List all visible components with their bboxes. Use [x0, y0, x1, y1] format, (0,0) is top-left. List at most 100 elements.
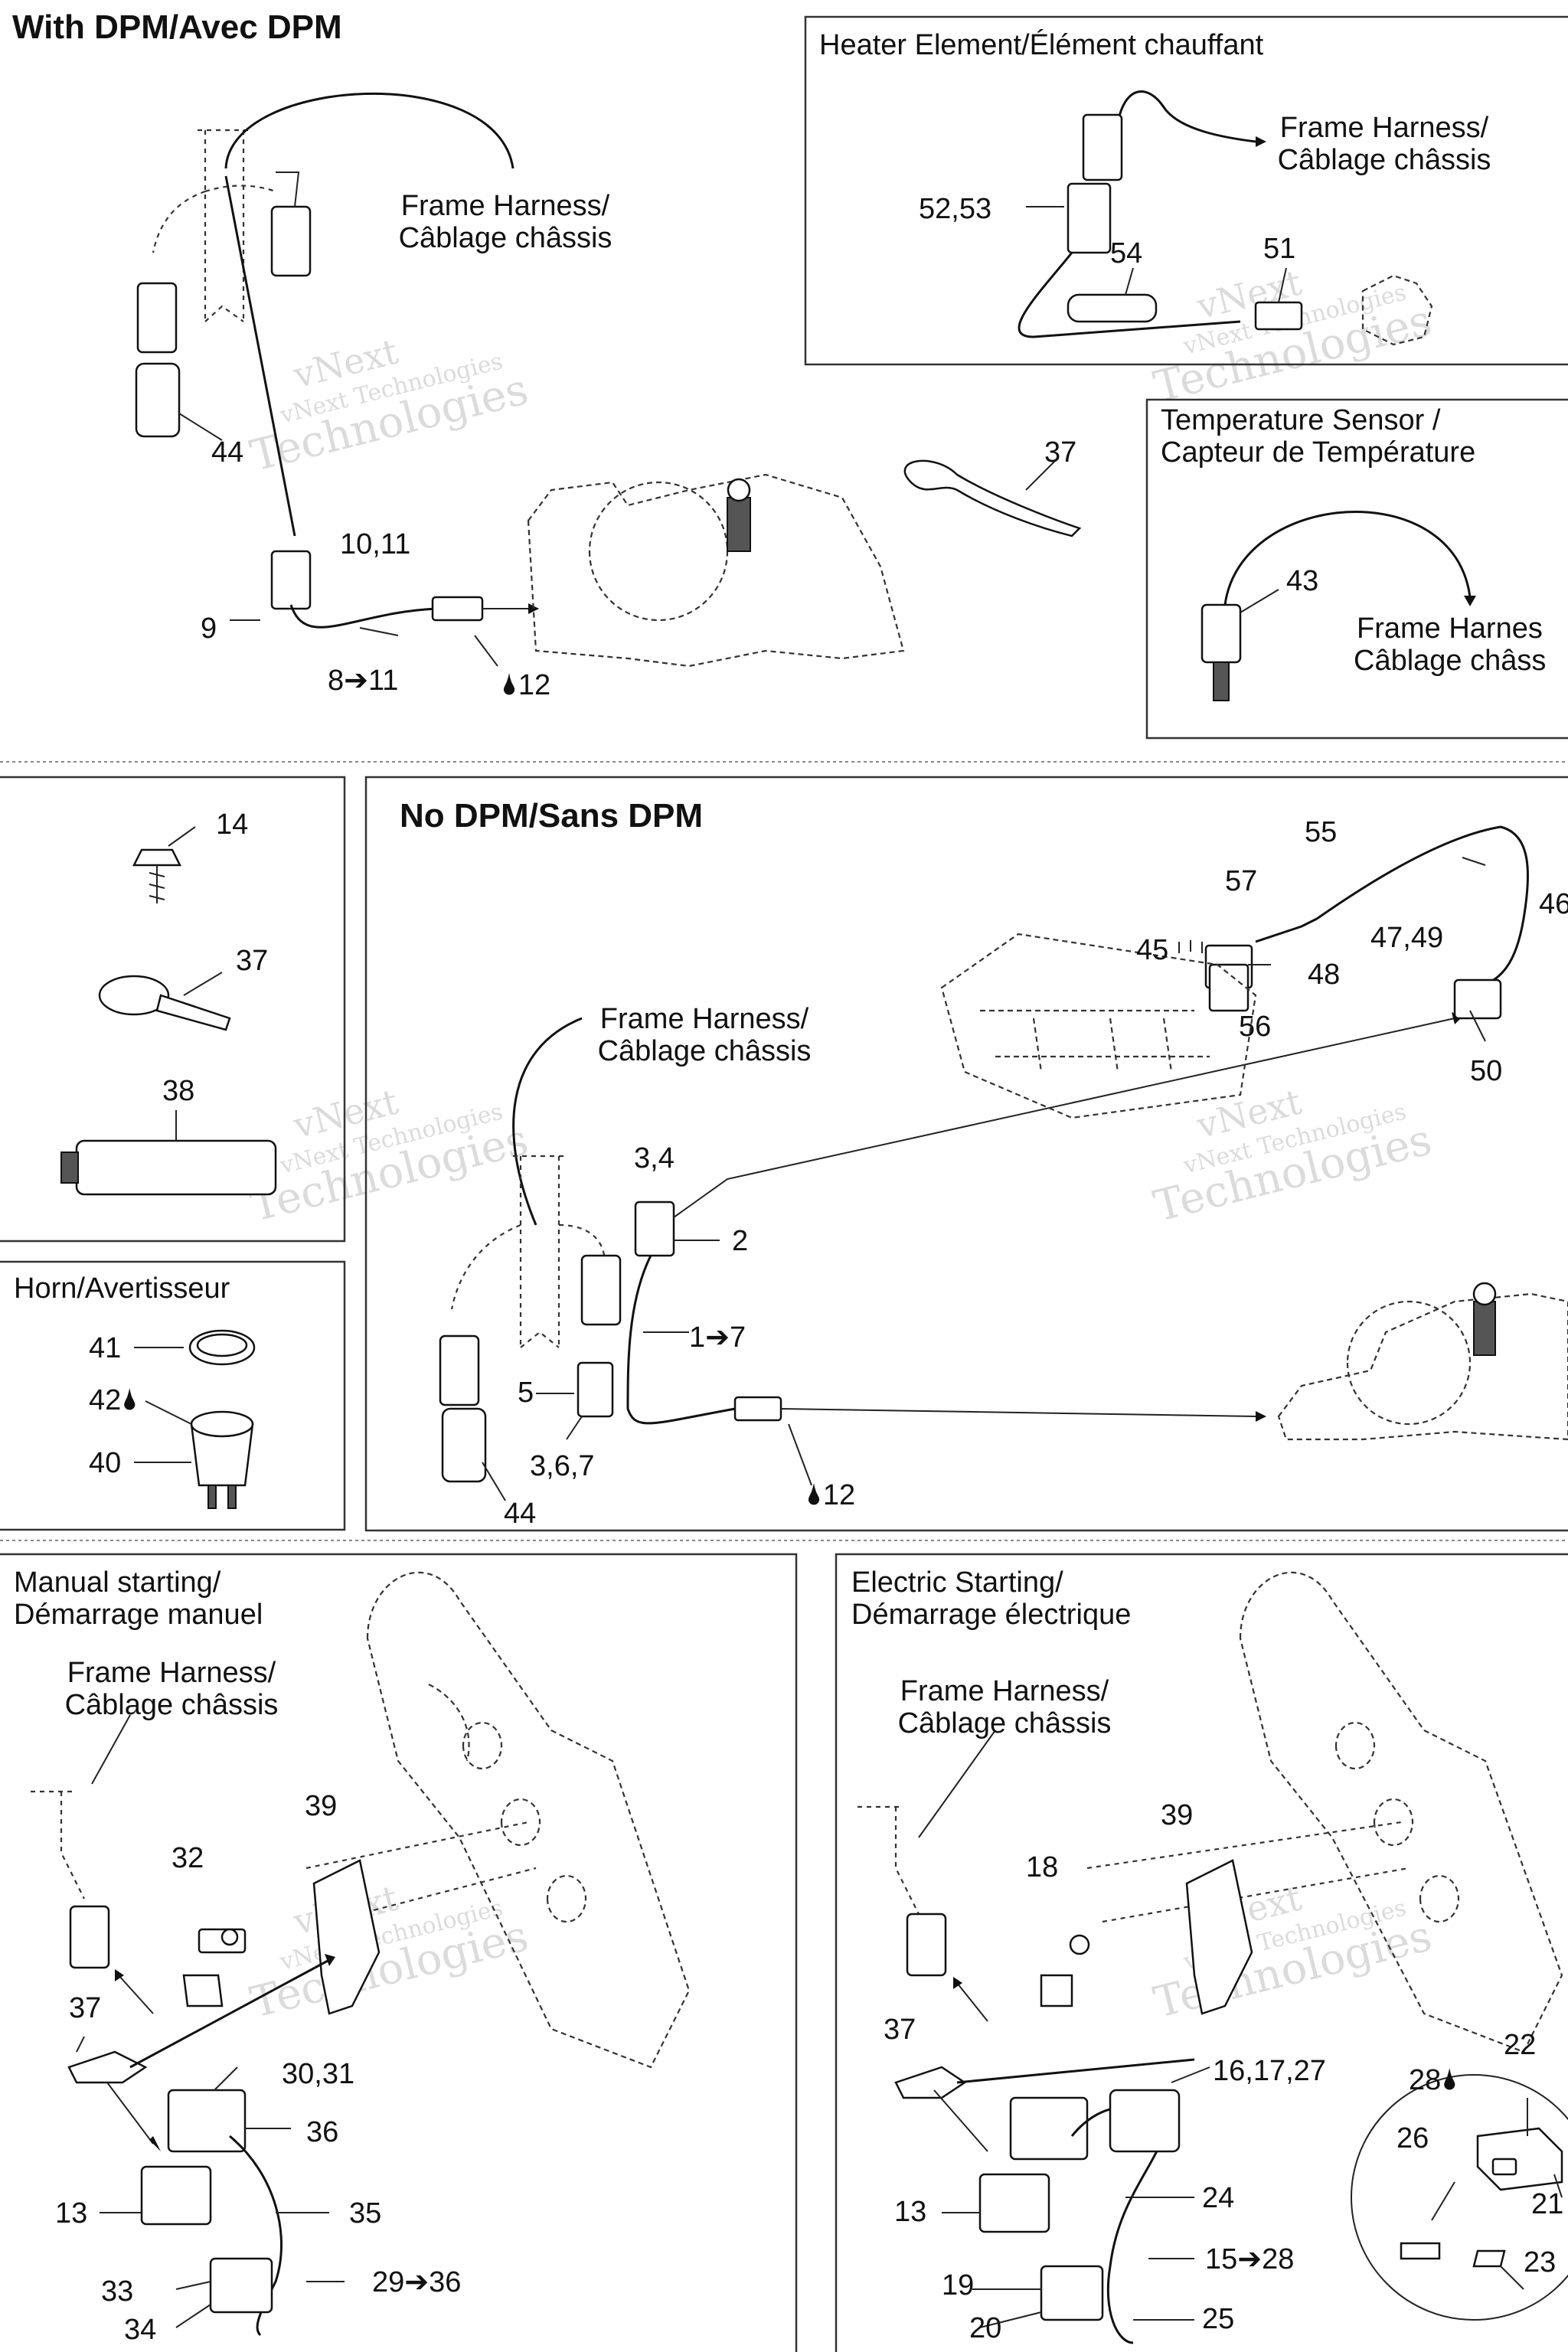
- frame-harness-label-fr: Câblage châssis: [398, 222, 612, 254]
- no-dpm-frame: [364, 776, 1568, 1532]
- manual-starting-frame: [0, 1553, 798, 2352]
- with-dpm-diagram: [135, 92, 905, 668]
- manual-starting-title-en: Manual starting/: [14, 1566, 221, 1599]
- heater-element-frame: [804, 15, 1568, 366]
- callout-8-to-11: 8➔11: [328, 665, 399, 697]
- callout-37: 37: [236, 945, 269, 977]
- cable-tie-37-top: [903, 459, 1082, 537]
- callout-36: 36: [306, 2116, 339, 2148]
- callout-56: 56: [1239, 1011, 1272, 1043]
- callout-20: 20: [969, 2312, 1002, 2344]
- no-dpm-title: No DPM/Sans DPM: [400, 797, 704, 835]
- callout-22: 22: [1504, 2029, 1537, 2061]
- callout-12: 🌢12: [501, 669, 551, 701]
- electric-starting-frame: [835, 1553, 1568, 2352]
- callout-37: 37: [69, 1992, 102, 2024]
- temp-sensor-title-en: Temperature Sensor /: [1161, 404, 1441, 436]
- callout-13: 13: [55, 2197, 88, 2230]
- temp-sensor-title-fr: Capteur de Température: [1161, 436, 1476, 469]
- callout-15-to-28: 15➔28: [1205, 2243, 1295, 2275]
- frame-harness-label-en: Frame Harness/: [67, 1657, 276, 1689]
- electric-starting-title-fr: Démarrage électrique: [851, 1599, 1132, 1631]
- small-parts-diagram: [60, 826, 277, 1196]
- heater-element-diagram: [1018, 90, 1433, 346]
- callout-29-to-36: 29➔36: [372, 2266, 462, 2298]
- right-arrow-icon: ➔: [1237, 2243, 1263, 2275]
- callout-55: 55: [1305, 816, 1338, 848]
- right-arrow-icon: ➔: [705, 1321, 730, 1354]
- callout-38: 38: [162, 1075, 195, 1107]
- callout-32: 32: [172, 1842, 204, 1874]
- callout-12: 🌢12: [805, 1479, 856, 1511]
- callout-9: 9: [201, 612, 217, 645]
- right-arrow-icon: ➔: [404, 2266, 430, 2298]
- callout-16-17-27: 16,17,27: [1213, 2055, 1326, 2087]
- frame-harness-label-fr: Câblage châssis: [897, 1707, 1112, 1740]
- no-dpm-diagram: [439, 825, 1568, 1501]
- oil-drop-icon: 🌢: [1441, 2064, 1459, 2096]
- oil-drop-icon: 🌢: [501, 669, 518, 701]
- callout-54: 54: [1110, 237, 1143, 270]
- callout-2: 2: [732, 1225, 749, 1257]
- callout-50: 50: [1470, 1055, 1503, 1087]
- heater-element-title: Heater Element/Élément chauffant: [819, 29, 1264, 61]
- manual-starting-title-fr: Démarrage manuel: [14, 1599, 263, 1631]
- callout-43: 43: [1286, 565, 1319, 597]
- electric-starting-title-en: Electric Starting/: [851, 1566, 1063, 1599]
- temp-sensor-frame: [1145, 398, 1568, 740]
- callout-46: 46: [1539, 888, 1568, 920]
- callout-39: 39: [305, 1790, 338, 1822]
- callout-25: 25: [1202, 2303, 1235, 2335]
- callout-37: 37: [884, 2014, 916, 2046]
- callout-42: 42🌢: [89, 1384, 139, 1416]
- frame-harness-label-en: Frame Harness/: [1279, 112, 1489, 144]
- callout-30-31: 30,31: [282, 2058, 355, 2090]
- frame-harness-label-fr: Câblage châssis: [597, 1035, 812, 1067]
- callout-28: 28🌢: [1409, 2064, 1459, 2096]
- callout-37: 37: [1044, 436, 1077, 469]
- temperature-sensor-diagram: [1200, 510, 1476, 701]
- manual-starting-diagram: [31, 1571, 691, 2337]
- horn-frame: [0, 1260, 346, 1531]
- horn-title: Horn/Avertisseur: [14, 1272, 230, 1305]
- callout-14: 14: [216, 808, 249, 841]
- callout-3-6-7: 3,6,7: [530, 1450, 595, 1482]
- frame-harness-label-fr: Câblage châssis: [1277, 144, 1491, 176]
- callout-35: 35: [349, 2197, 382, 2230]
- frame-harness-label-en: Frame Harness/: [400, 190, 610, 222]
- callout-34: 34: [124, 2314, 157, 2346]
- frame-harness-label-en: Frame Harness/: [599, 1003, 809, 1035]
- callout-19: 19: [942, 2269, 975, 2301]
- right-arrow-icon: ➔: [344, 665, 368, 697]
- callout-57: 57: [1225, 865, 1258, 897]
- callout-13: 13: [894, 2196, 927, 2228]
- callout-26: 26: [1396, 2122, 1429, 2154]
- frame-harness-label-fr: Câblage châssis: [64, 1689, 279, 1721]
- with-dpm-title: With DPM/Avec DPM: [12, 8, 342, 46]
- callout-1-to-7: 1➔7: [689, 1321, 746, 1354]
- accessories-frame: [0, 776, 346, 1243]
- callout-44: 44: [211, 436, 244, 469]
- callout-39: 39: [1161, 1799, 1194, 1831]
- electric-starting-diagram: [858, 1571, 1568, 2344]
- frame-harness-label-fr: Câblage châss: [1354, 645, 1547, 677]
- callout-45: 45: [1136, 934, 1169, 966]
- callout-51: 51: [1263, 233, 1296, 265]
- horn-diagram: [134, 1329, 256, 1509]
- callout-44: 44: [504, 1498, 537, 1530]
- callout-18: 18: [1026, 1851, 1059, 1883]
- callout-48: 48: [1308, 959, 1341, 991]
- frame-harness-label-en: Frame Harnes: [1357, 612, 1543, 645]
- oil-drop-icon: 🌢: [121, 1384, 139, 1416]
- callout-5: 5: [518, 1377, 534, 1409]
- frame-harness-label-en: Frame Harness/: [900, 1675, 1109, 1707]
- callout-23: 23: [1524, 2246, 1557, 2278]
- callout-41: 41: [89, 1332, 122, 1364]
- callout-52-53: 52,53: [919, 193, 992, 225]
- callout-3-4: 3,4: [634, 1142, 675, 1174]
- callout-47-49: 47,49: [1370, 922, 1444, 954]
- callout-33: 33: [101, 2275, 134, 2308]
- callout-10-11: 10,11: [340, 528, 411, 560]
